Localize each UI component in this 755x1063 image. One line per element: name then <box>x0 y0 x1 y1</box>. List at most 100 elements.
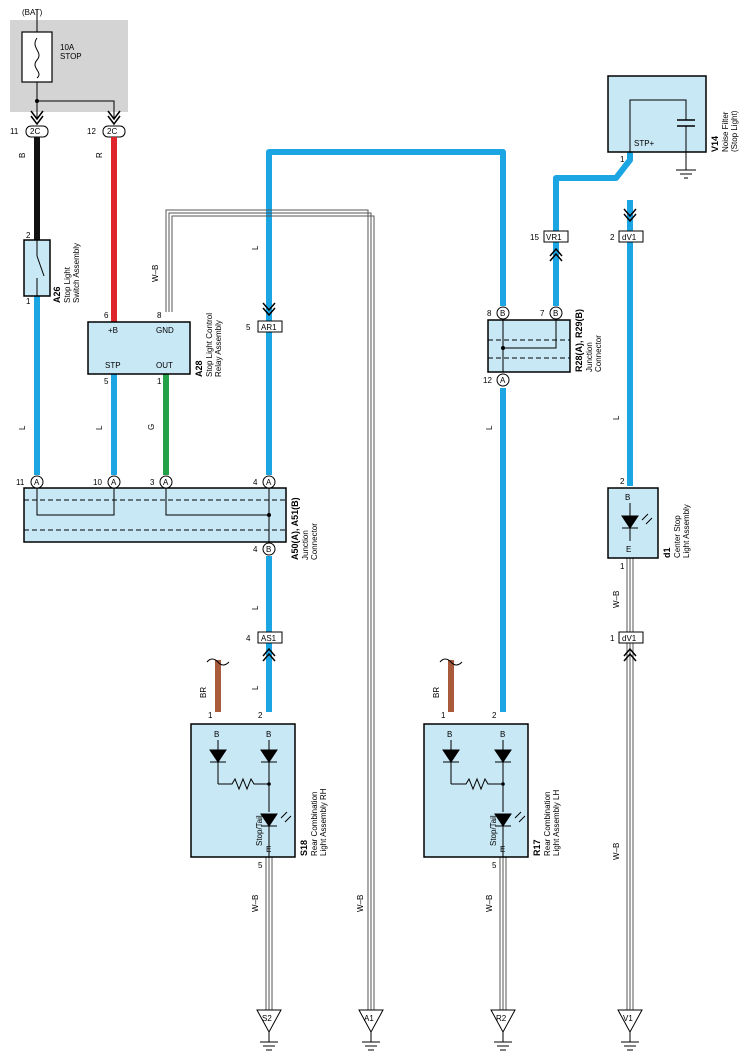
svg-text:S2: S2 <box>262 1014 272 1023</box>
fuse-box <box>21 31 53 83</box>
svg-text:2C: 2C <box>107 127 117 136</box>
wire-l-loop <box>266 149 506 475</box>
ground-r2: R2 <box>490 1009 516 1051</box>
svg-text:Light Assembly: Light Assembly <box>682 504 691 558</box>
svg-text:E: E <box>266 845 271 854</box>
svg-text:12: 12 <box>483 376 492 385</box>
svg-text:5: 5 <box>492 861 497 870</box>
svg-text:R2: R2 <box>496 1014 507 1023</box>
tilde-icon <box>439 658 463 666</box>
svg-text:Rear Combination: Rear Combination <box>543 792 552 856</box>
tilde-icon <box>206 658 230 666</box>
r17-rear-combination-lh: B B Stop/Tail E 1 2 5 R17 Rear Combinati… <box>423 658 561 870</box>
svg-text:STP+: STP+ <box>634 139 655 148</box>
svg-text:B: B <box>18 153 27 158</box>
resistor-icon <box>218 777 269 791</box>
connector-dv1-bottom: dV1 1 <box>610 631 644 662</box>
svg-text:B: B <box>266 730 271 739</box>
svg-text:1: 1 <box>620 155 625 164</box>
svg-text:d1: d1 <box>662 547 672 558</box>
diode-icon <box>260 749 278 763</box>
svg-text:Connector: Connector <box>594 335 603 372</box>
wire-l-vr1 <box>553 152 633 306</box>
svg-text:8: 8 <box>487 309 492 318</box>
wire-wb-s18 <box>265 857 273 1010</box>
svg-text:2: 2 <box>258 711 263 720</box>
svg-text:A1: A1 <box>364 1014 374 1023</box>
svg-text:A28: A28 <box>194 360 204 377</box>
svg-text:1: 1 <box>26 297 31 306</box>
svg-text:AS1: AS1 <box>261 634 277 643</box>
svg-text:BR: BR <box>199 687 208 698</box>
svg-text:R17: R17 <box>532 839 542 856</box>
svg-text:STP: STP <box>105 361 121 370</box>
svg-text:Connector: Connector <box>310 523 319 560</box>
connector-vr1: VR1 15 <box>530 230 569 262</box>
a50-junction-connector: A 11 A 10 A 3 A 4 B 4 A50(A), A51(B) Jun… <box>16 475 319 560</box>
svg-text:4: 4 <box>253 545 258 554</box>
svg-text:A: A <box>163 478 169 487</box>
svg-text:3: 3 <box>150 478 155 487</box>
svg-text:Stop/Tail: Stop/Tail <box>255 815 264 846</box>
svg-text:B: B <box>266 545 271 554</box>
svg-text:dV1: dV1 <box>622 634 637 643</box>
svg-text:L: L <box>251 605 260 610</box>
svg-text:R28(A), R29(B): R28(A), R29(B) <box>574 309 584 372</box>
diode-icon <box>494 749 512 763</box>
ground-s2: S2 <box>256 1009 282 1051</box>
svg-text:A50(A), A51(B): A50(A), A51(B) <box>290 497 300 560</box>
svg-text:L: L <box>251 685 260 690</box>
svg-text:L: L <box>251 245 260 250</box>
svg-text:L: L <box>612 415 621 420</box>
svg-text:1: 1 <box>610 634 615 643</box>
svg-text:A: A <box>266 478 272 487</box>
svg-text:E: E <box>626 545 631 554</box>
svg-text:E: E <box>500 845 505 854</box>
svg-text:B: B <box>447 730 452 739</box>
svg-text:15: 15 <box>530 233 539 242</box>
svg-text:GND: GND <box>156 326 174 335</box>
svg-text:BR: BR <box>432 687 441 698</box>
svg-text:12: 12 <box>87 127 96 136</box>
svg-text:2: 2 <box>492 711 497 720</box>
svg-text:A: A <box>111 478 117 487</box>
svg-text:2: 2 <box>620 477 625 486</box>
a26-stop-light-switch: 2 1 A26 Stop Light Switch Assembly <box>23 231 81 306</box>
switch-icon <box>36 255 45 277</box>
svg-text:W–B: W–B <box>251 895 260 912</box>
svg-text:A26: A26 <box>52 286 62 303</box>
ground-a1: A1 <box>358 1009 384 1051</box>
svg-text:Center Stop: Center Stop <box>673 515 682 558</box>
svg-text:Noise Filter: Noise Filter <box>721 111 730 152</box>
svg-text:B: B <box>500 309 505 318</box>
svg-text:L: L <box>95 425 104 430</box>
connector-ar1: AR1 5 <box>246 302 283 333</box>
diode-icon <box>209 749 227 763</box>
svg-text:V1: V1 <box>623 1014 633 1023</box>
svg-text:1: 1 <box>208 711 213 720</box>
svg-text:4: 4 <box>253 478 258 487</box>
svg-text:2: 2 <box>26 231 31 240</box>
svg-text:5: 5 <box>258 861 263 870</box>
svg-text:Light Assembly LH: Light Assembly LH <box>552 790 561 856</box>
fuse-icon <box>34 37 40 79</box>
diode-icon <box>442 749 460 763</box>
fuse-panel: (BAT) 10A STOP <box>10 8 128 118</box>
svg-text:B: B <box>214 730 219 739</box>
svg-text:4: 4 <box>246 634 251 643</box>
svg-text:L: L <box>18 425 27 430</box>
svg-text:10: 10 <box>93 478 102 487</box>
wire-wb-d1 <box>626 558 634 1010</box>
svg-text:1: 1 <box>620 562 625 571</box>
connector-dv1-top: dV1 2 <box>610 208 644 243</box>
wire-wb-r17 <box>499 857 507 1010</box>
fuse-connector-11: 2C 11 <box>10 110 49 138</box>
bat-label: (BAT) <box>22 8 43 17</box>
svg-text:5: 5 <box>104 377 109 386</box>
svg-text:Stop Light: Stop Light <box>63 266 72 303</box>
wires <box>34 137 634 1010</box>
svg-text:1: 1 <box>441 711 446 720</box>
svg-text:Junction: Junction <box>301 530 310 560</box>
fuse-connector-12: 2C 12 <box>87 110 126 138</box>
